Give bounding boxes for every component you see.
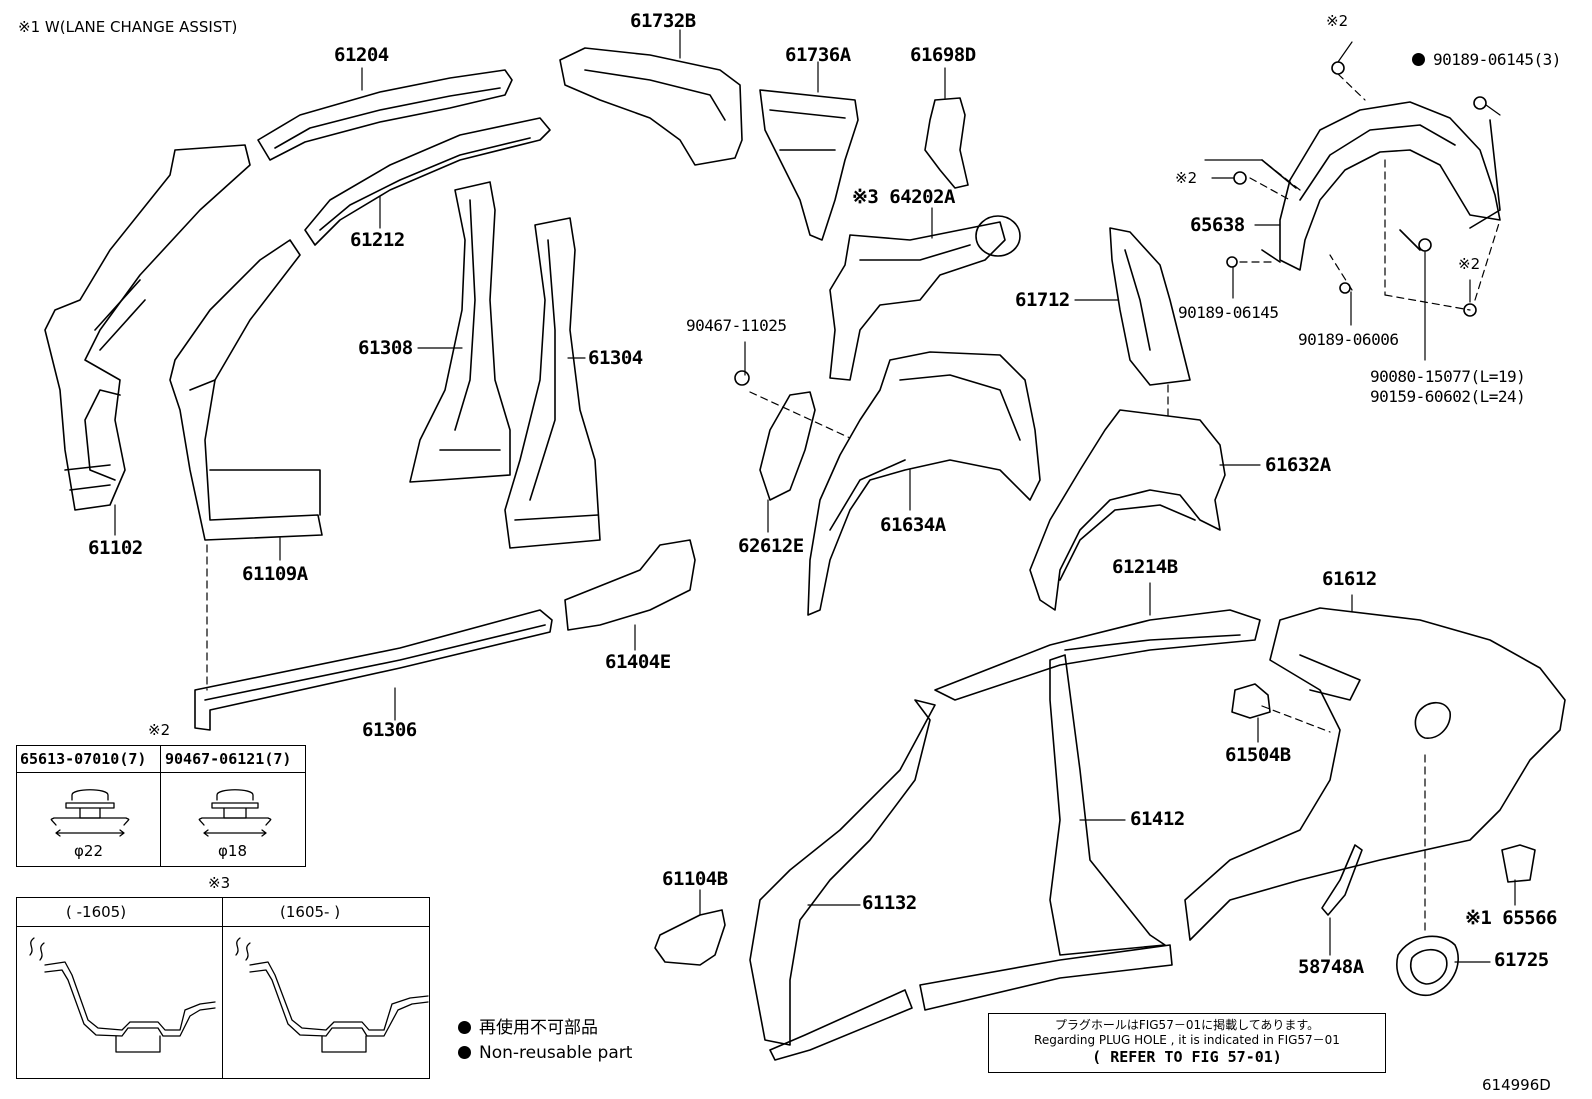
part-label-61698D: 61698D xyxy=(910,44,976,66)
part-label-61404E: 61404E xyxy=(605,651,671,673)
part-label-61304: 61304 xyxy=(588,347,643,369)
part-64202A-shape xyxy=(829,215,1021,381)
part-label-61712: 61712 xyxy=(1015,289,1070,311)
part-label-61204: 61204 xyxy=(334,44,389,66)
variant-col1-range: ( -1605) xyxy=(66,903,127,921)
legend-jp-text: 再使用不可部品 xyxy=(479,1018,598,1038)
mark-3-table: ※3 xyxy=(208,874,231,892)
part-label-61634A: 61634A xyxy=(880,514,946,536)
part-61634A-shape xyxy=(807,351,1041,616)
part-61504B-shape xyxy=(1231,683,1271,719)
reference-note: プラグホールはFIG57－01に掲載してあります。 Regarding PLUG… xyxy=(988,1013,1386,1073)
reference-note-line3: ( REFER TO FIG 57-01) xyxy=(1092,1048,1282,1066)
dashed-lines xyxy=(206,73,1501,936)
part-label-90159-60602: 90159-60602(L=24) xyxy=(1370,387,1526,406)
part-61306-shape xyxy=(194,609,553,731)
part-label-61736A: 61736A xyxy=(785,44,851,66)
mark-2-right: ※2 xyxy=(1458,255,1481,273)
fastener-table-header-row xyxy=(16,745,306,773)
part-61712-shape xyxy=(1109,227,1191,386)
part-label-61132: 61132 xyxy=(862,892,917,914)
variant-col2-range: (1605- ) xyxy=(280,903,341,921)
part-label-61725: 61725 xyxy=(1494,949,1549,971)
part-label-90189-06145: 90189-06145 xyxy=(1178,303,1279,322)
part-61725-shape xyxy=(1396,935,1459,997)
part-label-61308: 61308 xyxy=(358,337,413,359)
part-label-61612: 61612 xyxy=(1322,568,1377,590)
legend-en-text: Non-reusable part xyxy=(479,1043,633,1063)
part-61632A-shape xyxy=(1029,409,1226,611)
part-label-65638: 65638 xyxy=(1190,214,1245,236)
part-label-90080-15077: 90080-15077(L=19) xyxy=(1370,367,1526,386)
part-label-90189-06145-3-text: 90189-06145(3) xyxy=(1433,50,1561,69)
part-65638-shape xyxy=(1261,101,1501,271)
part-label-65566: ※1 65566 xyxy=(1465,907,1558,929)
part-label-64202A: ※3 64202A xyxy=(852,186,955,208)
part-61102-shape xyxy=(44,144,251,511)
part-61109A-shape xyxy=(169,239,323,541)
part-label-61306: 61306 xyxy=(362,719,417,741)
part-61104B-shape xyxy=(654,909,726,966)
legend-en: Non-reusable part xyxy=(458,1045,632,1062)
part-label-61214B: 61214B xyxy=(1112,556,1178,578)
part-label-61504B: 61504B xyxy=(1225,744,1291,766)
fastener-shapes xyxy=(734,61,1487,386)
legend-jp: 再使用不可部品 xyxy=(458,1020,598,1037)
part-label-90189-06145-3: 90189-06145(3) xyxy=(1412,52,1561,68)
fastener-col1-part: 65613-07010(7) xyxy=(20,750,147,768)
variant-table-header-row xyxy=(16,897,430,927)
part-61736A-shape xyxy=(759,89,859,241)
part-61204-shape xyxy=(257,69,513,161)
part-61304-shape xyxy=(504,217,601,549)
mark-2-top: ※2 xyxy=(1326,12,1349,30)
part-label-61732B: 61732B xyxy=(630,10,696,32)
fastener-col2-part: 90467-06121(7) xyxy=(165,750,292,768)
part-62612E-shape xyxy=(759,391,816,501)
non-reusable-dot-icon xyxy=(1412,53,1425,66)
part-label-90467-11025: 90467-11025 xyxy=(686,316,787,335)
part-58748A-shape xyxy=(1321,844,1363,916)
reference-note-line2: Regarding PLUG HOLE , it is indicated in… xyxy=(1034,1033,1340,1047)
part-61212-shape xyxy=(304,117,551,246)
non-reusable-dot-icon xyxy=(458,1021,471,1034)
part-label-61412: 61412 xyxy=(1130,808,1185,830)
part-label-62612E: 62612E xyxy=(738,535,804,557)
fastener-col1-diameter: φ22 xyxy=(74,842,103,860)
part-label-61632A: 61632A xyxy=(1265,454,1331,476)
reference-note-line1: プラグホールはFIG57－01に掲載してあります。 xyxy=(1054,1018,1320,1032)
header-note: ※1 W(LANE CHANGE ASSIST) xyxy=(18,18,238,36)
mark-2-left: ※2 xyxy=(1175,169,1198,187)
part-label-61212: 61212 xyxy=(350,229,405,251)
non-reusable-dot-icon xyxy=(458,1046,471,1059)
part-side-outer-shape xyxy=(749,607,1566,1061)
part-label-61104B: 61104B xyxy=(662,868,728,890)
part-65566-shape xyxy=(1501,844,1536,883)
part-label-61109A: 61109A xyxy=(242,563,308,585)
part-label-58748A: 58748A xyxy=(1298,956,1364,978)
variant-table-drawings xyxy=(29,937,429,1053)
figure-id: 614996D xyxy=(1482,1076,1551,1094)
part-61698D-shape xyxy=(924,97,969,189)
fastener-col2-diameter: φ18 xyxy=(218,842,247,860)
mark-2-table: ※2 xyxy=(148,721,171,739)
part-label-61102: 61102 xyxy=(88,537,143,559)
part-61404E-shape xyxy=(564,539,696,631)
leader-lines xyxy=(114,29,1516,963)
part-61308-shape xyxy=(409,181,511,483)
part-label-90189-06006: 90189-06006 xyxy=(1298,330,1399,349)
part-61732B-shape xyxy=(559,47,743,166)
fastener-table-drawings xyxy=(50,789,272,837)
